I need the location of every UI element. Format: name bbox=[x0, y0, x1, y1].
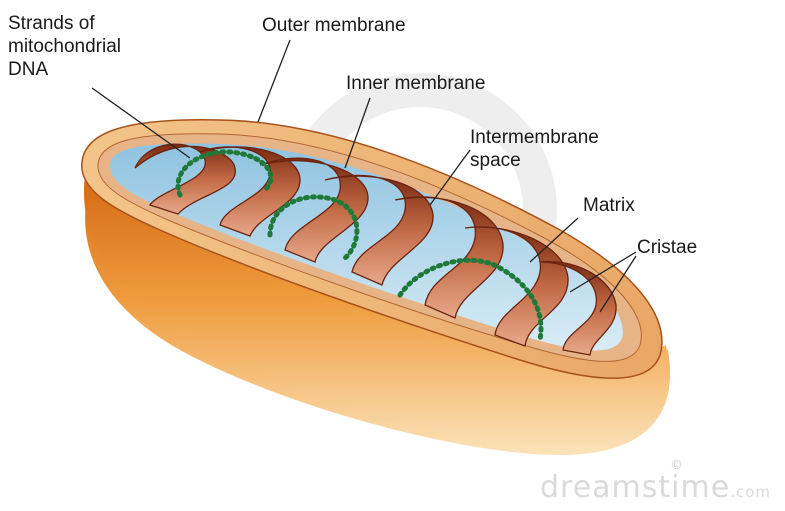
label-intermembrane-line2: space bbox=[470, 149, 599, 172]
label-strands-line1: Strands of bbox=[8, 12, 121, 35]
label-matrix: Matrix bbox=[583, 194, 635, 217]
label-intermembrane-line1: Intermembrane bbox=[470, 126, 599, 149]
label-strands-line2: mitochondrial bbox=[8, 35, 121, 58]
watermark-logo: dreamstime.com bbox=[540, 470, 771, 505]
label-outer-membrane: Outer membrane bbox=[262, 14, 406, 37]
leader-outer-membrane bbox=[258, 40, 290, 122]
watermark-brand: dreamstime bbox=[540, 470, 730, 505]
label-strands-line3: DNA bbox=[8, 58, 121, 81]
label-strands-dna: Strands of mitochondrial DNA bbox=[8, 12, 121, 81]
watermark-tld: .com bbox=[730, 483, 771, 501]
label-inner-membrane: Inner membrane bbox=[346, 72, 485, 95]
label-intermembrane-space: Intermembrane space bbox=[470, 126, 599, 172]
label-cristae: Cristae bbox=[637, 236, 697, 259]
